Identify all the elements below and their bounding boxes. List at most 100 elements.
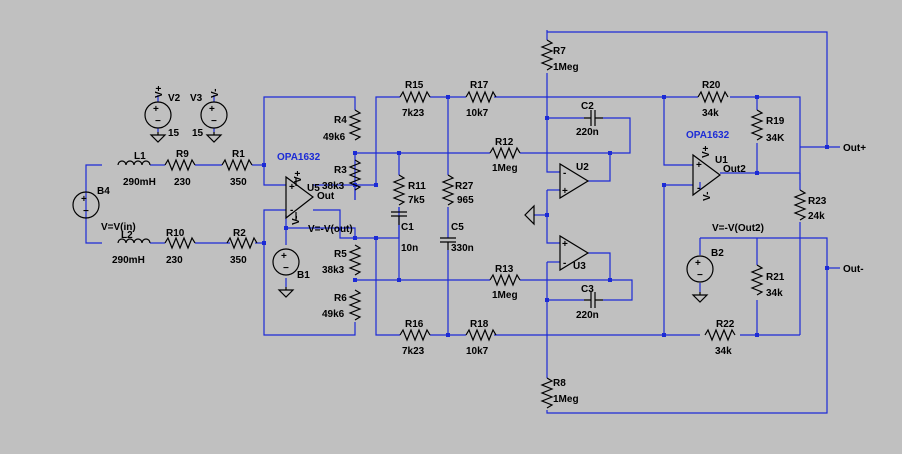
r1-value: 350 xyxy=(230,177,247,188)
net-label-out-plus: Out+ xyxy=(843,143,866,154)
svg-text:+: + xyxy=(562,239,568,250)
resistor-r11: R11 7k5 xyxy=(392,174,426,206)
resistor-r19: R19 34K xyxy=(750,109,785,144)
svg-text:+: + xyxy=(562,186,568,197)
r11-ref: R11 xyxy=(408,181,426,192)
opamp-u1: + - V+ V- U1 Out2 OPA1632 xyxy=(686,130,746,201)
r1-ref: R1 xyxy=(232,149,245,160)
r13-ref: R13 xyxy=(495,264,514,275)
b2-expr: V=-V(Out2) xyxy=(712,223,764,234)
r7-value: 1Meg xyxy=(553,62,579,73)
resistor-r8: R8 1Meg xyxy=(540,377,579,409)
resistor-r17: R17 10k7 xyxy=(465,80,497,119)
r21-value: 34k xyxy=(766,288,783,299)
net-label-out-minus: Out- xyxy=(843,264,864,275)
l2-value: 290mH xyxy=(112,255,145,266)
r9-ref: R9 xyxy=(176,149,189,160)
r10-value: 230 xyxy=(166,255,183,266)
resistor-r21: R21 34k xyxy=(750,264,785,299)
c2-value: 220n xyxy=(576,127,599,138)
r9-value: 230 xyxy=(174,177,191,188)
resistor-r2: R2 350 xyxy=(226,228,258,266)
resistor-r22: R22 34k xyxy=(704,319,736,357)
r5-ref: R5 xyxy=(334,249,347,260)
svg-text:-: - xyxy=(697,183,700,194)
svg-text:+: + xyxy=(209,104,215,115)
r15-ref: R15 xyxy=(405,80,424,91)
u1-ref: U1 xyxy=(715,155,728,166)
resistor-r27: R27 965 xyxy=(441,174,474,206)
svg-text:Out-: Out- xyxy=(843,264,864,275)
v2-ref: V2 xyxy=(168,93,181,104)
r7-ref: R7 xyxy=(553,46,566,57)
r6-ref: R6 xyxy=(334,293,347,304)
r16-ref: R16 xyxy=(405,319,424,330)
r27-value: 965 xyxy=(457,195,474,206)
v3-pin: V- xyxy=(210,89,221,98)
u5-ref: U5 xyxy=(307,183,320,194)
r17-ref: R17 xyxy=(470,80,489,91)
v2-value: 15 xyxy=(168,128,180,139)
r5-value: 38k3 xyxy=(322,265,345,276)
svg-text:-: - xyxy=(563,258,566,269)
b4-ref: B4 xyxy=(97,186,110,197)
l2-ref: L2 xyxy=(121,230,133,241)
resistor-r9: R9 230 xyxy=(164,149,196,188)
u1-vminus: V- xyxy=(702,192,713,201)
u1-vplus: V+ xyxy=(701,145,712,158)
r23-ref: R23 xyxy=(808,196,827,207)
r2-value: 350 xyxy=(230,255,247,266)
r15-value: 7k23 xyxy=(402,108,425,119)
r4-ref: R4 xyxy=(334,115,347,126)
u1-model: OPA1632 xyxy=(686,130,730,141)
resistor-r7: R7 1Meg xyxy=(540,39,579,73)
b1-ref: B1 xyxy=(297,270,310,281)
resistor-r10: R10 230 xyxy=(164,228,196,266)
r22-ref: R22 xyxy=(716,319,735,330)
svg-text:−: − xyxy=(83,206,89,217)
svg-text:-: - xyxy=(563,168,566,179)
u5-model: OPA1632 xyxy=(277,152,321,163)
resistor-r15: R15 7k23 xyxy=(399,80,431,119)
r2-ref: R2 xyxy=(233,228,246,239)
u3-ref: U3 xyxy=(573,261,586,272)
voltage-source-v3: +− V- V3 15 xyxy=(190,89,228,143)
u1-out: Out2 xyxy=(723,164,746,175)
svg-text:+: + xyxy=(81,194,87,205)
r16-value: 7k23 xyxy=(402,346,425,357)
c3-ref: C3 xyxy=(581,284,594,295)
behavioral-source-b4: +− B4 V=V(in) xyxy=(72,186,136,233)
capacitor-c1: C1 10n xyxy=(391,211,418,254)
r19-value: 34K xyxy=(766,133,785,144)
r21-ref: R21 xyxy=(766,272,785,283)
ground-symbol-center xyxy=(524,204,535,226)
opamp-u2: - + U2 xyxy=(559,162,589,200)
u5-out: Out xyxy=(317,191,335,202)
inductor-l2: L2 290mH xyxy=(112,230,151,266)
c5-ref: C5 xyxy=(451,222,464,233)
svg-text:Out+: Out+ xyxy=(843,143,866,154)
r20-value: 34k xyxy=(702,108,719,119)
r17-value: 10k7 xyxy=(466,108,489,119)
r27-ref: R27 xyxy=(455,181,474,192)
resistor-r4: R4 49k6 xyxy=(323,109,362,143)
inductor-l1: L1 290mH xyxy=(117,151,156,188)
b2-ref: B2 xyxy=(711,248,724,259)
l1-value: 290mH xyxy=(123,177,156,188)
l1-ref: L1 xyxy=(134,151,146,162)
r8-ref: R8 xyxy=(553,378,566,389)
resistor-r12: R12 1Meg xyxy=(489,137,521,174)
r19-ref: R19 xyxy=(766,116,785,127)
c3-value: 220n xyxy=(576,310,599,321)
svg-text:−: − xyxy=(283,263,289,274)
u5-vplus: V+ xyxy=(293,170,304,183)
behavioral-source-b2: +− B2 V=-V(Out2) xyxy=(686,223,764,303)
r10-ref: R10 xyxy=(166,228,185,239)
r4-value: 49k6 xyxy=(323,132,346,143)
resistor-r5: R5 38k3 xyxy=(322,244,362,276)
svg-text:−: − xyxy=(155,116,161,127)
r18-ref: R18 xyxy=(470,319,489,330)
b1-expr: V=-V(out) xyxy=(308,224,353,235)
r6-value: 49k6 xyxy=(322,309,345,320)
